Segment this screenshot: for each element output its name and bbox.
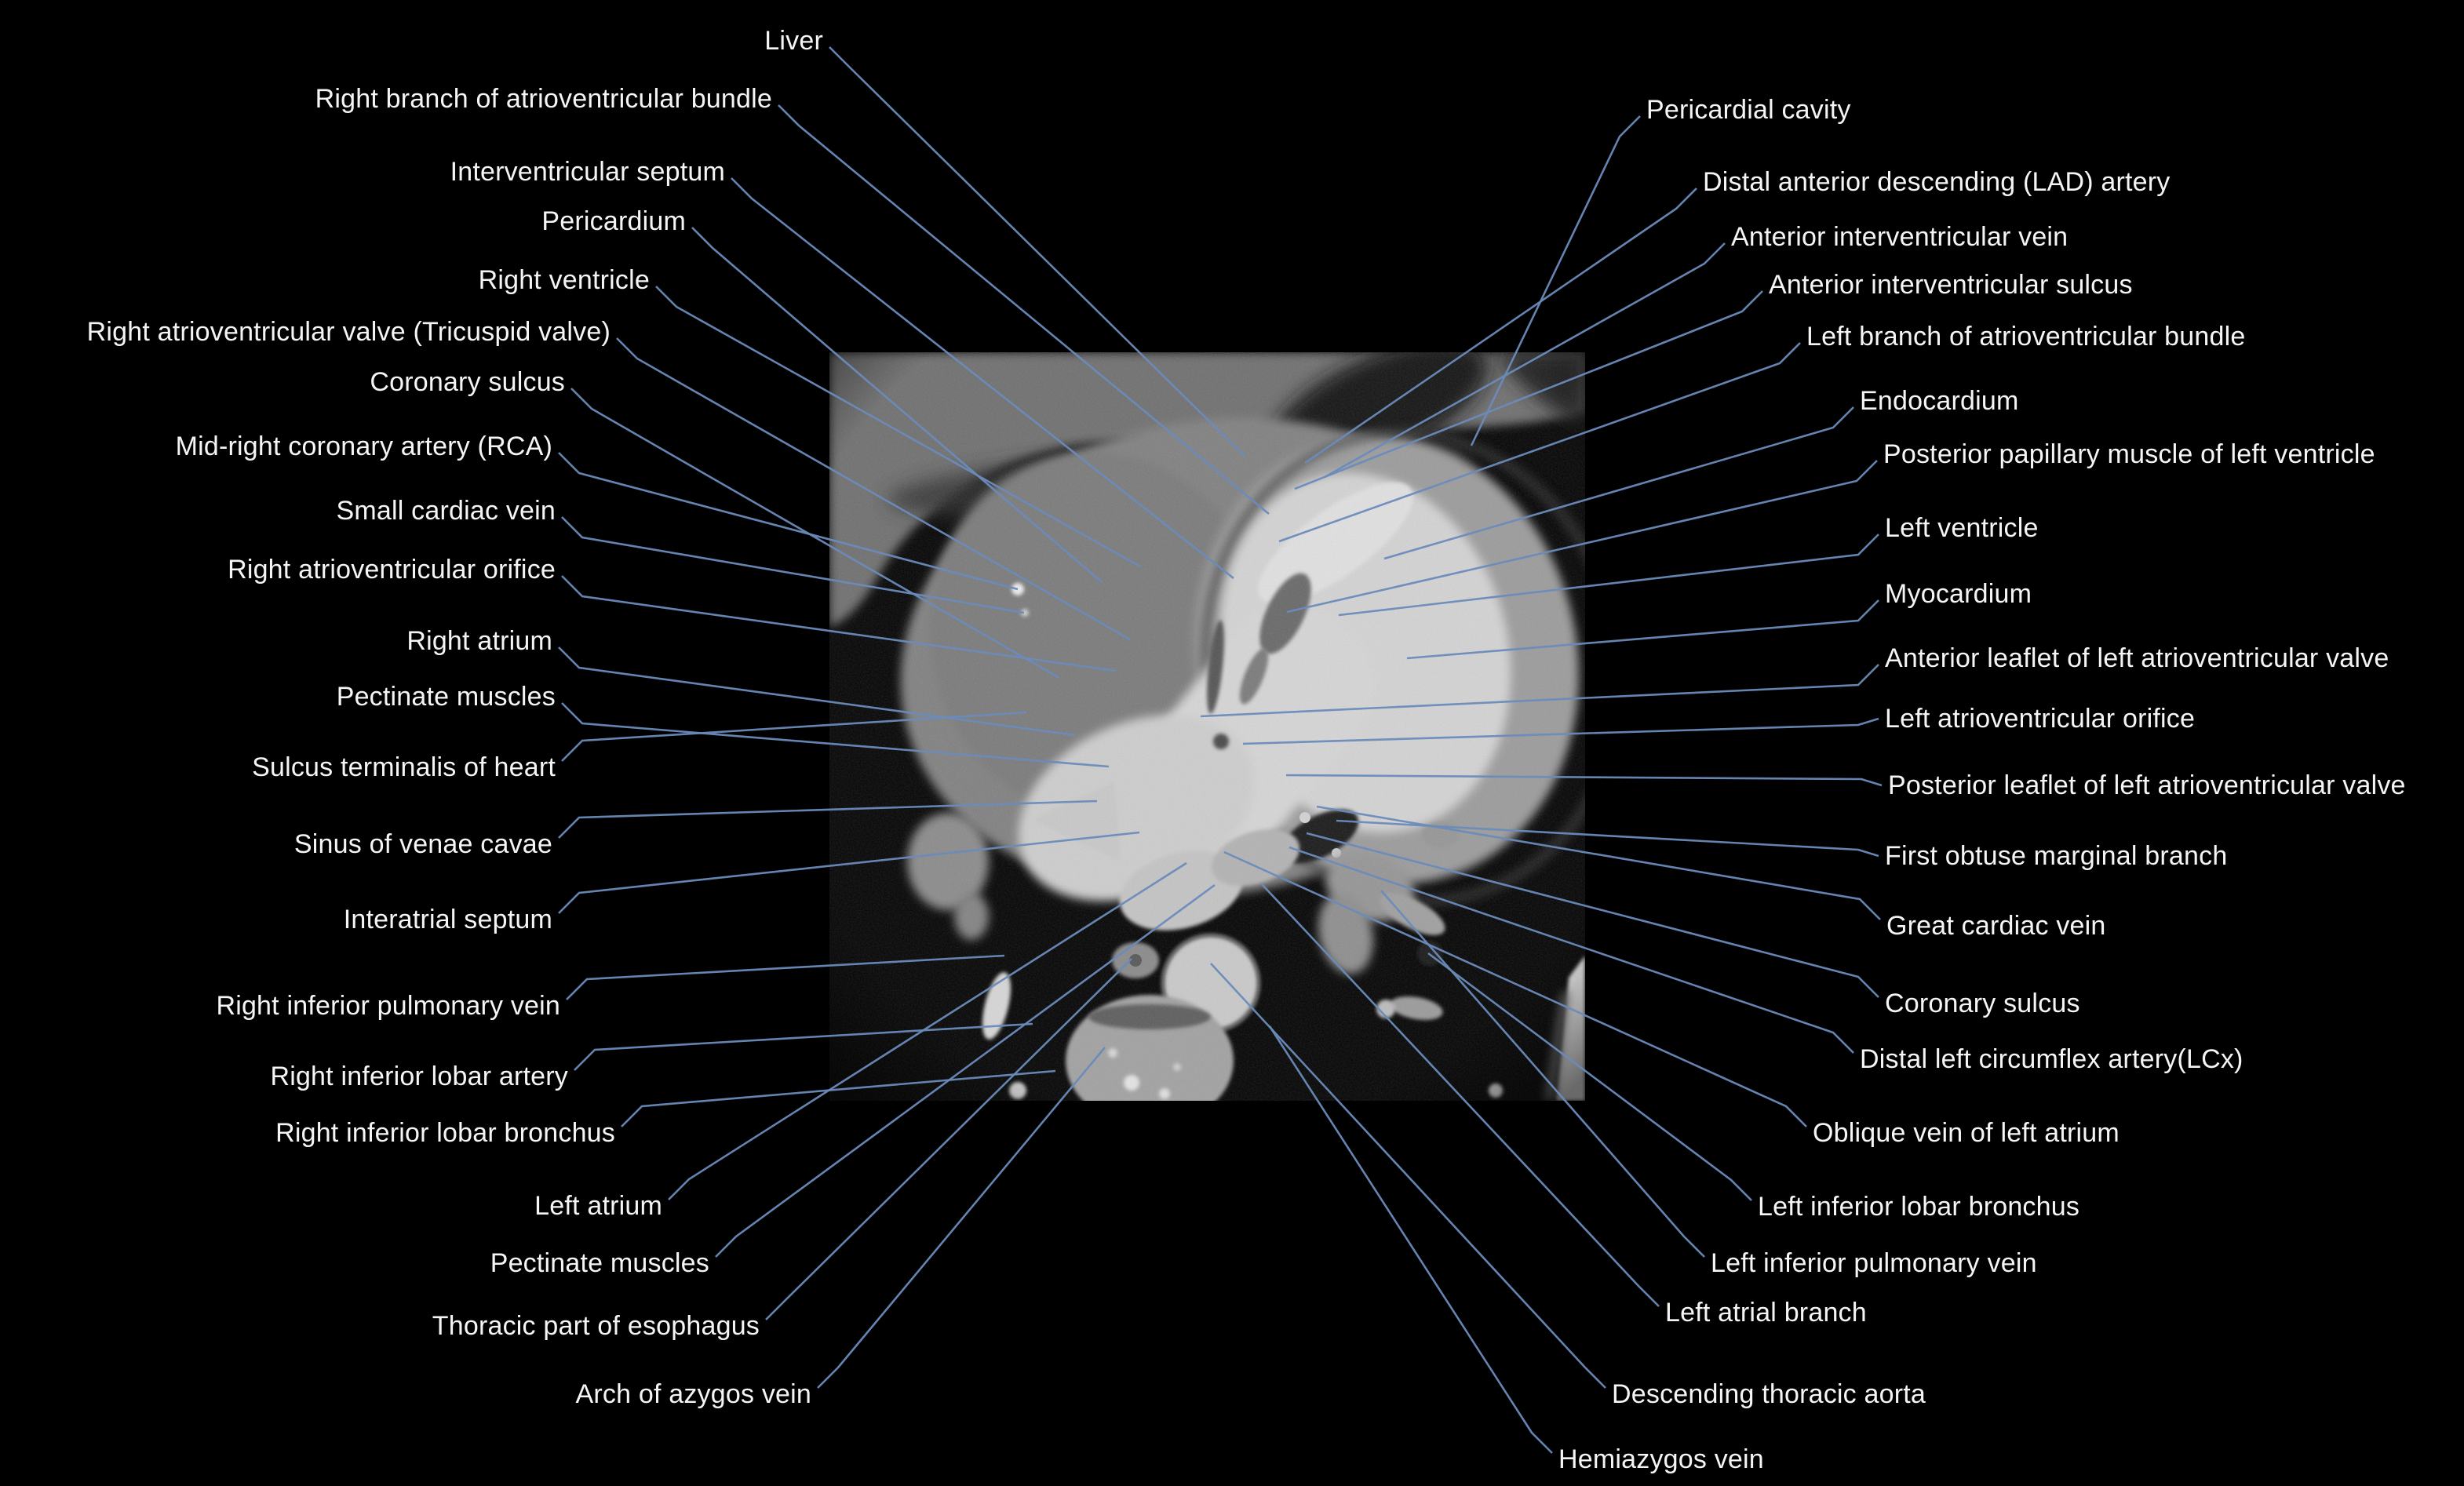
anatomy-label: Posterior leaflet of left atrioventricul…	[1888, 770, 2406, 800]
leader-line	[715, 883, 1216, 1258]
leader-line	[1306, 832, 1879, 998]
leader-line	[1223, 850, 1807, 1127]
leader-line	[731, 177, 1234, 580]
leader-line	[829, 46, 1246, 457]
leader-line	[668, 861, 1187, 1200]
leader-line	[1383, 406, 1854, 560]
anatomy-label: Myocardium	[1885, 579, 2032, 609]
leader-line	[574, 1022, 1033, 1071]
leader-line	[1427, 952, 1752, 1201]
leader-line	[558, 452, 1019, 591]
leader-line	[1288, 846, 1854, 1054]
leader-line	[1380, 890, 1705, 1258]
anatomy-label: Coronary sulcus	[370, 367, 565, 397]
anatomy-label: Pericardium	[541, 206, 686, 236]
anatomy-label: Left atrioventricular orifice	[1885, 704, 2196, 734]
ct-image	[829, 352, 1585, 1101]
leader-line	[1338, 534, 1879, 617]
anatomy-label: Right branch of atrioventricular bundle	[315, 84, 772, 114]
anatomy-label: Right atrioventricular orifice	[228, 555, 556, 585]
anatomy-label: Thoracic part of esophagus	[432, 1311, 760, 1341]
anatomy-label: Descending thoracic aorta	[1612, 1379, 1926, 1409]
anatomy-label: Small cardiac vein	[336, 496, 556, 526]
anatomy-label: Pectinate muscles	[336, 682, 556, 712]
leader-line	[561, 575, 1117, 672]
anatomy-label: Arch of azygos vein	[575, 1379, 811, 1409]
leader-line	[1285, 774, 1883, 787]
leader-line	[561, 711, 1027, 762]
anatomy-label: Sinus of venae cavae	[293, 829, 552, 859]
anatomy-label: Left branch of atrioventricular bundle	[1806, 322, 2246, 351]
leader-line	[1286, 460, 1878, 614]
leader-line	[561, 516, 1025, 614]
anatomy-label: Left atrium	[534, 1191, 662, 1221]
leader-lines	[558, 46, 1883, 1454]
leader-line	[778, 104, 1270, 515]
leader-line	[655, 286, 1141, 568]
anatomy-label: Liver	[764, 26, 823, 56]
anatomy-label: Right atrioventricular valve (Tricuspid …	[86, 317, 611, 347]
anatomy-label: Interventricular septum	[450, 157, 725, 187]
leader-line	[1294, 290, 1763, 490]
leader-line	[558, 799, 1098, 839]
leader-line	[1304, 188, 1697, 464]
anatomy-label: Coronary sulcus	[1885, 989, 2080, 1018]
anatomy-label: Mid-right coronary artery (RCA)	[175, 432, 552, 461]
anatomy-label: Right inferior pulmonary vein	[216, 991, 560, 1021]
anatomy-label: Interatrial septum	[343, 905, 552, 934]
leader-line	[1324, 242, 1726, 479]
leader-line	[1200, 664, 1879, 718]
anatomy-label: Pericardial cavity	[1646, 95, 1851, 125]
anatomy-label: Endocardium	[1860, 386, 2019, 416]
leader-line	[1242, 717, 1879, 745]
leader-line	[558, 646, 1076, 737]
leader-line	[1336, 819, 1879, 858]
leader-line	[1278, 342, 1801, 543]
leader-line	[621, 1069, 1056, 1127]
anatomy-label: Posterior papillary muscle of left ventr…	[1883, 439, 2375, 469]
leader-line	[566, 954, 1005, 1000]
leader-line	[561, 702, 1110, 768]
anatomy-label: Right atrium	[406, 626, 552, 656]
anatomy-label: Left atrial branch	[1665, 1298, 1867, 1328]
leader-line	[1316, 805, 1881, 920]
anatomy-label: Sulcus terminalis of heart	[252, 752, 556, 782]
leader-line	[691, 227, 1103, 583]
leader-line	[1268, 1025, 1553, 1454]
ct-vignette	[829, 352, 1585, 1101]
leader-line	[765, 958, 1132, 1320]
anatomy-label: Oblique vein of left atrium	[1813, 1118, 2120, 1148]
anatomy-label: Anterior leaflet of left atrioventricula…	[1885, 643, 2389, 673]
anatomy-label: Anterior interventricular sulcus	[1769, 270, 2133, 300]
anatomy-label: Distal left circumflex artery(LCx)	[1860, 1044, 2243, 1074]
anatomy-label: Right inferior lobar bronchus	[275, 1118, 615, 1148]
anatomy-label: Anterior interventricular vein	[1731, 222, 2069, 252]
leader-line	[558, 831, 1140, 914]
anatomy-label: Great cardiac vein	[1886, 911, 2106, 941]
leader-line	[1261, 883, 1660, 1307]
anatomy-label: Left ventricle	[1885, 513, 2039, 543]
anatomy-label: First obtuse marginal branch	[1885, 841, 2228, 871]
anatomy-label: Distal anterior descending (LAD) artery	[1703, 167, 2171, 197]
leader-line	[570, 388, 1060, 679]
anatomy-label: Right inferior lobar artery	[270, 1062, 568, 1091]
anatomy-label: Hemiazygos vein	[1558, 1444, 1764, 1474]
leader-line	[1210, 963, 1606, 1389]
leader-line	[616, 337, 1131, 641]
leader-line	[1406, 599, 1879, 660]
anatomy-label: Pectinate muscles	[490, 1248, 709, 1278]
anatomy-label: Right ventricle	[478, 265, 650, 295]
anatomy-label: Left inferior lobar bronchus	[1758, 1192, 2080, 1222]
anatomy-label: Left inferior pulmonary vein	[1711, 1248, 2037, 1278]
leader-line	[1470, 115, 1641, 446]
leader-line	[817, 1047, 1106, 1389]
